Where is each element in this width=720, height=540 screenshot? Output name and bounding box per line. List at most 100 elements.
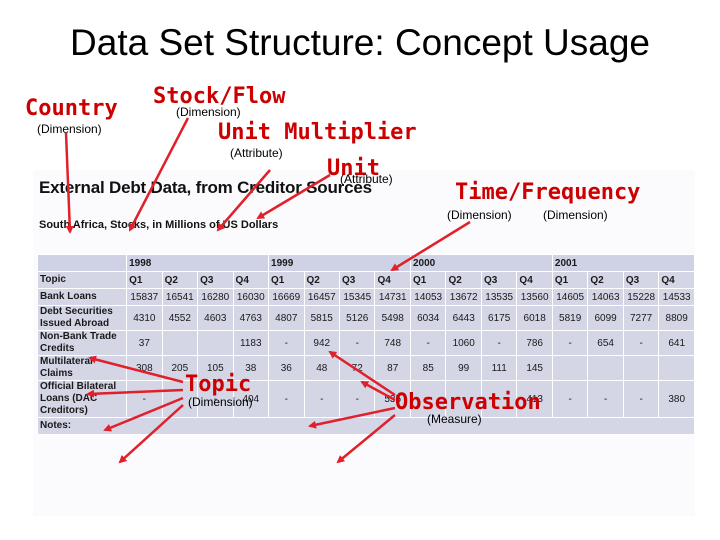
table-cell: 16457	[304, 289, 339, 305]
quarter-header: Q3	[623, 272, 659, 288]
year-header-2001: 2001	[552, 255, 694, 271]
table-cell: -	[410, 381, 446, 417]
label-country-role: (Dimension)	[37, 122, 102, 136]
label-stock-flow: Stock/Flow	[153, 84, 286, 109]
topic-header: Topic	[38, 272, 127, 288]
notes-row: Notes:	[38, 418, 694, 434]
quarter-header: Q1	[269, 272, 304, 288]
label-time-frequency: Time/Frequency	[455, 180, 641, 205]
notes-label: Notes:	[38, 418, 694, 434]
table-cell: 5819	[552, 306, 588, 330]
label-unit-multiplier: Unit Multiplier	[218, 120, 417, 145]
label-unit-role: (Attribute)	[340, 172, 393, 186]
table-cell: 15345	[340, 289, 375, 305]
row-label: Debt Securities Issued Abroad	[38, 306, 127, 330]
quarter-header: Q2	[446, 272, 481, 288]
quarter-header: Q3	[198, 272, 233, 288]
table-cell: 6018	[517, 306, 552, 330]
label-unit-multiplier-role: (Attribute)	[230, 146, 283, 160]
label-observation: Observation	[395, 390, 541, 415]
table-cell: 37	[127, 331, 162, 355]
table-cell: 16541	[162, 289, 198, 305]
table-cell: 14053	[410, 289, 446, 305]
slide-title: Data Set Structure: Concept Usage	[70, 22, 650, 63]
table-cell: 6175	[481, 306, 517, 330]
table-cell: 942	[304, 331, 339, 355]
table-cell: -	[304, 381, 339, 417]
table-cell: -	[623, 331, 659, 355]
table-cell: 15228	[623, 289, 659, 305]
table-heading: External Debt Data, from Creditor Source…	[39, 178, 372, 197]
table-cell: 13535	[481, 289, 517, 305]
table-cell: 6443	[446, 306, 481, 330]
quarter-header: Q4	[375, 272, 410, 288]
table-cell	[659, 356, 694, 380]
table-cell: 85	[410, 356, 446, 380]
table-cell: 654	[588, 331, 623, 355]
table-cell: 4552	[162, 306, 198, 330]
quarter-header: Q1	[552, 272, 588, 288]
table-cell: -	[623, 381, 659, 417]
table-cell: 1183	[233, 331, 269, 355]
table-cell	[588, 356, 623, 380]
quarter-header: Q3	[481, 272, 517, 288]
table-cell: 380	[659, 381, 694, 417]
table-cell: -	[340, 331, 375, 355]
table-cell: 786	[517, 331, 552, 355]
year-header-1999: 1999	[269, 255, 410, 271]
table-cell	[552, 356, 588, 380]
table-cell: 16030	[233, 289, 269, 305]
table-cell: 5815	[304, 306, 339, 330]
label-topic: Topic	[185, 372, 252, 397]
table-cell: 99	[446, 356, 481, 380]
table-cell: -	[269, 381, 304, 417]
table-cell: 16280	[198, 289, 233, 305]
table-cell: 14731	[375, 289, 410, 305]
table-cell: 308	[127, 356, 162, 380]
quarter-header: Q2	[162, 272, 198, 288]
quarter-header: Q3	[340, 272, 375, 288]
label-unit: Unit	[327, 156, 380, 181]
table-cell: -	[269, 331, 304, 355]
table-cell: 5126	[340, 306, 375, 330]
label-stock-flow-role: (Dimension)	[176, 105, 241, 119]
quarter-header: Q4	[517, 272, 552, 288]
quarter-header: Q4	[659, 272, 694, 288]
year-header-1998: 1998	[127, 255, 269, 271]
row-label: Bank Loans	[38, 289, 127, 305]
table-cell: 145	[517, 356, 552, 380]
embedded-table-screenshot: External Debt Data, from Creditor Source…	[33, 170, 695, 516]
table-cell: 6099	[588, 306, 623, 330]
table-cell: 641	[659, 331, 694, 355]
table-cell: 87	[375, 356, 410, 380]
table-cell: -	[481, 381, 517, 417]
table-cell	[623, 356, 659, 380]
label-observation-role: (Measure)	[427, 412, 482, 426]
table-cell	[162, 331, 198, 355]
table-cell: 413	[517, 381, 552, 417]
table-cell: 16669	[269, 289, 304, 305]
label-country: Country	[25, 96, 118, 121]
year-header-row: 1998 1999 2000 2001	[38, 255, 694, 271]
table-cell: 38	[233, 356, 269, 380]
label-frequency-role: (Dimension)	[543, 208, 608, 222]
table-cell: 111	[481, 356, 517, 380]
table-cell: 7277	[623, 306, 659, 330]
table-cell: 1060	[446, 331, 481, 355]
table-cell: 5498	[375, 306, 410, 330]
table-cell: 4310	[127, 306, 162, 330]
table-subheading: South Africa, Stocks, in Millions of US …	[39, 219, 279, 231]
table-cell: 4763	[233, 306, 269, 330]
table-cell: 6034	[410, 306, 446, 330]
table-cell: -	[410, 331, 446, 355]
row-label: Non-Bank Trade Credits	[38, 331, 127, 355]
table-cell: 14063	[588, 289, 623, 305]
year-header-2000: 2000	[410, 255, 552, 271]
table-cell	[198, 331, 233, 355]
